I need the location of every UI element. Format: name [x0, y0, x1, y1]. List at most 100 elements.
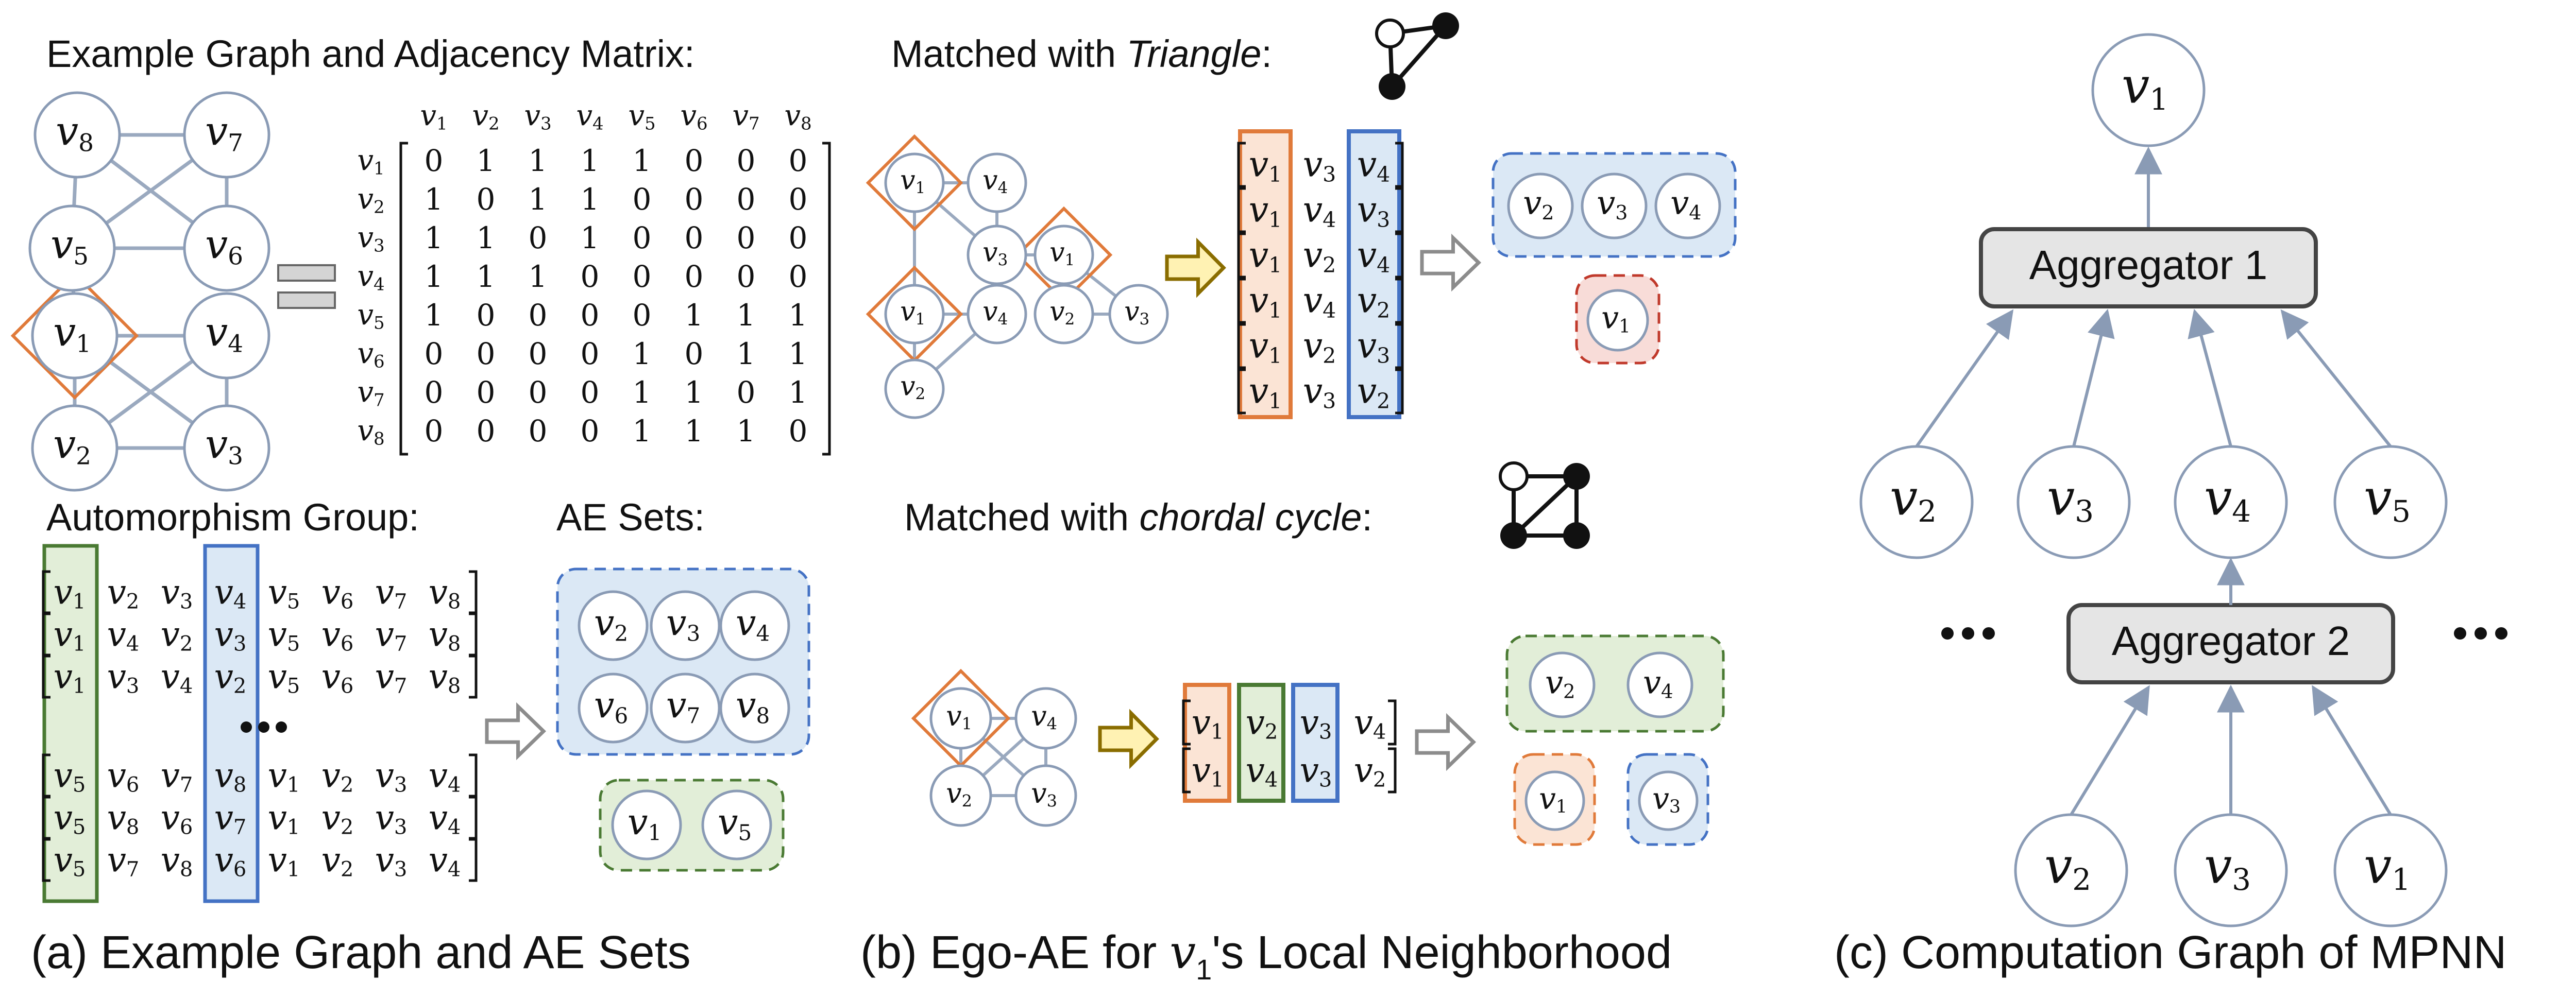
chordal-column-green [1237, 683, 1285, 803]
ego-node-v4 [1014, 687, 1077, 750]
graph-node-v1 [31, 292, 118, 380]
triangle-set-node-v1 [1586, 289, 1649, 352]
level3-node-v2 [2014, 813, 2128, 927]
automorphism-entry: v8 [429, 657, 461, 698]
computation-edge [2280, 309, 2392, 447]
triangle-set-node-v2 [1507, 173, 1574, 239]
automorphism-entry: v7 [375, 657, 408, 698]
triangle-perm-entry: v1 [1249, 145, 1282, 187]
pattern-node [1563, 463, 1590, 490]
node-label: v3 [205, 421, 243, 470]
node-label: v2 [1523, 184, 1554, 224]
triangle-perm-bracket [1395, 278, 1404, 324]
arrow-to-ae-sets [485, 702, 547, 761]
computation-ellipsis-left [1962, 627, 1974, 640]
pattern-edge [1390, 24, 1448, 88]
matrix-cell: 1 [737, 298, 756, 333]
matrix-row-header: v7 [357, 376, 384, 411]
panel-a-ae-title: AE Sets: [556, 496, 705, 539]
matrix-cell: 0 [529, 375, 548, 410]
matrix-cell: 1 [633, 414, 652, 449]
matrix-cell: 1 [477, 143, 496, 178]
ego-node-v3 [967, 225, 1027, 285]
pattern-node-anchor [1499, 461, 1529, 491]
panel-a-graph-title: Example Graph and Adjacency Matrix: [46, 32, 695, 75]
automorphism-entry: v2 [321, 840, 354, 882]
matrix-cell: 0 [425, 336, 444, 371]
automorphism-bracket [469, 612, 478, 657]
chordal-perm-bracket [1182, 747, 1191, 794]
panel-b-caption: (b) Ego-AE for v1's Local Neighborhood [860, 925, 1672, 986]
graph-node-v3 [183, 404, 270, 492]
chordal-perm-entry: v3 [1300, 703, 1332, 744]
triangle-set-node-v4 [1654, 173, 1721, 239]
chordal-column-blue [1291, 683, 1340, 803]
automorphism-entry: v1 [54, 657, 86, 698]
automorphism-bracket [469, 570, 478, 614]
triangle-perm-bracket [1237, 142, 1246, 188]
matrix-cell: 0 [477, 336, 496, 371]
matrix-cell: 0 [789, 259, 808, 294]
matrix-col-header: v6 [680, 99, 707, 134]
automorphism-entry: v8 [107, 798, 140, 839]
automorphism-entry: v4 [429, 798, 461, 839]
matrix-cell: 0 [477, 182, 496, 217]
matrix-cell: 1 [425, 298, 444, 333]
automorphism-entry: v2 [321, 798, 354, 839]
matrix-row-header: v2 [357, 183, 384, 218]
matrix-cell: 0 [581, 414, 600, 449]
ego-node-v1 [884, 284, 945, 345]
triangle-perm-bracket [1237, 232, 1246, 279]
automorphism-entry: v4 [429, 756, 461, 797]
triangle-perm-bracket [1395, 368, 1404, 415]
matrix-row-header: v6 [357, 337, 384, 372]
ego-node-v1 [929, 687, 992, 750]
automorphism-entry: v5 [268, 657, 300, 698]
matrix-cell: 1 [789, 298, 808, 333]
computation-ellipsis-right [2454, 627, 2466, 640]
ae-node-v6 [578, 673, 649, 744]
automorphism-entry: v5 [268, 615, 300, 656]
automorphism-bracket [469, 838, 478, 882]
matrix-cell: 1 [529, 182, 548, 217]
triangle-perm-entry: v3 [1303, 371, 1336, 414]
pattern-node [1500, 522, 1527, 549]
automorphism-ellipsis [241, 721, 252, 733]
matrix-cell: 0 [477, 298, 496, 333]
computation-edge [2188, 308, 2232, 447]
node-label: v1 [1601, 300, 1631, 337]
arrow-grey-chordal [1415, 713, 1477, 771]
ego-node-v4 [967, 152, 1027, 213]
automorphism-entry: v6 [107, 756, 140, 797]
ae-node-v2 [578, 590, 649, 661]
triangle-perm-bracket [1395, 232, 1404, 279]
automorphism-entry: v4 [107, 615, 140, 656]
triangle-perm-entry: v2 [1303, 326, 1336, 369]
matrix-cell: 0 [529, 298, 548, 333]
automorphism-entry: v7 [375, 615, 408, 656]
matrix-cell: 1 [685, 414, 704, 449]
ego-node-v4 [967, 284, 1027, 345]
triangle-column-orange [1238, 129, 1293, 419]
matrix-cell: 0 [477, 375, 496, 410]
matrix-cell: 0 [737, 143, 756, 178]
ae-node-v5 [701, 789, 772, 860]
matrix-cell: 0 [685, 182, 704, 217]
level3-node-v3 [2174, 813, 2288, 927]
node-label: v4 [205, 309, 243, 357]
matrix-cell: 0 [529, 336, 548, 371]
node-label: v7 [666, 684, 700, 728]
matrix-cell: 0 [477, 414, 496, 449]
ae-node-v8 [719, 673, 790, 744]
ego-node-v1 [884, 152, 945, 213]
matrix-cell: 1 [737, 336, 756, 371]
computation-edge [1915, 309, 2014, 447]
level2-node-v2 [1859, 445, 1974, 559]
ego-node-v3 [1014, 764, 1077, 827]
pattern-node [1379, 73, 1405, 100]
matrix-cell: 1 [425, 182, 444, 217]
graph-node-v7 [183, 91, 270, 179]
matrix-cell: 0 [425, 414, 444, 449]
matrix-cell: 0 [685, 259, 704, 294]
